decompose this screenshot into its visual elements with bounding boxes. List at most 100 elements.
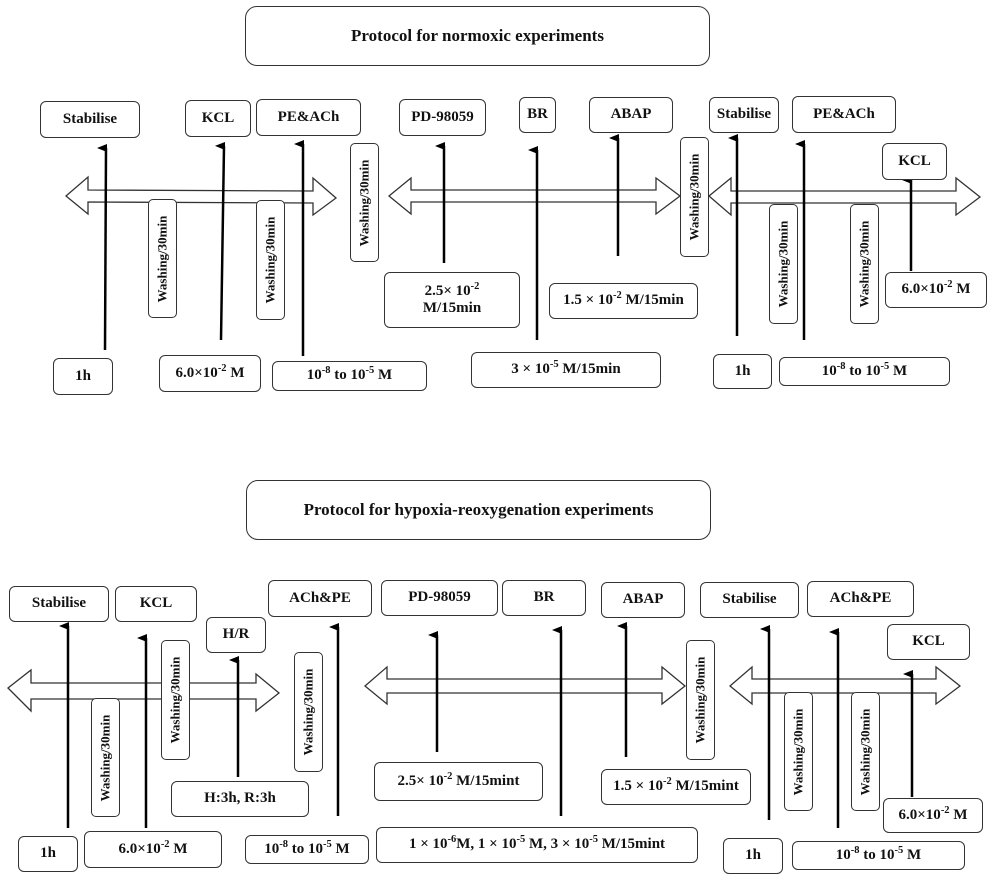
dose-br-h: 1 × 10-6M, 1 × 10-5 M, 3 × 10-5 M/15mint (376, 827, 698, 863)
dose-unit: M (374, 367, 393, 384)
agent-label: BR (533, 589, 555, 606)
agent-label: ACh&PE (289, 589, 351, 606)
dose-text: 6.0×10 (118, 840, 161, 857)
agent-label: H/R (222, 626, 250, 643)
dose-exp: -6 (447, 834, 457, 846)
dose-hr: H:3h, R:3h (171, 781, 309, 817)
washing-text: Washing/30min (97, 714, 113, 801)
dose-exp: -5 (365, 365, 375, 377)
dose-label: 1 × 10-6M, 1 × 10-5 M, 3 × 10-5 M/15mint (408, 834, 666, 853)
dose-unit: M (949, 806, 968, 823)
agent-pd98059-h: PD-98059 (381, 580, 498, 616)
agent-label: ABAP (610, 106, 652, 123)
agent-ach-pe-h1: ACh&PE (268, 580, 372, 617)
dose-exp: -2 (612, 290, 622, 302)
dose-exp: -2 (160, 838, 170, 850)
agent-pe-ach-1: PE&ACh (256, 99, 361, 136)
dose-unit: M/15mint (671, 778, 739, 795)
normoxic-title-text: Protocol for normoxic experiments (351, 26, 604, 46)
dose-exp: -2 (470, 280, 480, 292)
dose-label: 6.0×10-2 M (899, 804, 968, 824)
dose-unit: M (889, 362, 908, 379)
dose-unit: M/15min (621, 292, 684, 309)
agent-label: KCL (912, 633, 945, 650)
agent-hr: H/R (206, 617, 266, 653)
dose-line-2: M/15min (422, 300, 482, 316)
arrow-stabilise-1 (97, 144, 108, 351)
dose-exp: -8 (279, 838, 289, 850)
washing-label: Washing/30min (350, 143, 379, 262)
dose-unit: M/15mint (452, 772, 520, 789)
dose-label: 1h (75, 367, 91, 384)
dose-text: 2.5× 10 (397, 772, 444, 789)
dose-exp: -5 (589, 834, 598, 846)
dose-unit: M (903, 846, 922, 863)
agent-label: PD-98059 (411, 108, 474, 125)
dose-label: 1.5 × 10-2 M/15mint (613, 776, 739, 795)
dose-exp: -8 (850, 844, 860, 856)
dose-pe-ach-1: 10-8 to 10-5 M (272, 361, 427, 391)
dose-kcl-1: 6.0×10-2 M (159, 355, 261, 392)
dose-text: 10 (306, 367, 322, 384)
dose-exp: -2 (940, 804, 950, 816)
washing-label: Washing/30min (784, 692, 813, 811)
dose-pd98059-h: 2.5× 10-2 M/15mint (374, 762, 543, 801)
dose-unit: M (331, 840, 350, 857)
washing-label: Washing/30min (148, 199, 177, 318)
dose-label: 10-8 to 10-5 M (306, 365, 393, 384)
dose-exp: -2 (662, 776, 672, 788)
dose-unit: M/15mint (597, 836, 666, 853)
washing-text: Washing/30min (775, 220, 791, 308)
washing-label: Washing/30min (686, 640, 715, 760)
agent-kcl-h2: KCL (887, 624, 970, 660)
washing-text: Washing/30min (154, 215, 170, 302)
dose-text: 1.5 × 10 (613, 778, 663, 795)
washing-label: Washing/30min (256, 200, 285, 320)
agent-label: Stabilise (722, 591, 777, 608)
dose-stabilise-1: 1h (53, 358, 113, 395)
dose-text: 1.5 × 10 (563, 292, 613, 309)
dose-abap-1: 1.5 × 10-2 M/15min (549, 283, 698, 319)
dose-abap-h: 1.5 × 10-2 M/15mint (601, 769, 751, 805)
agent-label: KCL (139, 595, 173, 612)
timeline-arrow-normoxic-2 (387, 176, 682, 216)
dose-kcl-h2: 6.0×10-2 M (883, 798, 983, 833)
agent-label: KCL (898, 152, 931, 169)
agent-label: ACh&PE (829, 590, 892, 607)
agent-pd98059-1: PD-98059 (399, 99, 486, 136)
dose-ach-pe-h1: 10-8 to 10-5 M (245, 835, 369, 864)
agent-label: PD-98059 (408, 589, 471, 606)
dose-line-1: 2.5× 10-2 (425, 280, 480, 300)
dose-text: to 10 (859, 846, 895, 863)
dose-text: to 10 (330, 367, 366, 384)
dose-label: 3 × 10-5 M/15min (511, 360, 620, 378)
agent-br-h: BR (502, 580, 586, 616)
agent-label: PE&ACh (813, 105, 875, 122)
dose-text: to 10 (288, 840, 324, 857)
dose-exp: -5 (323, 838, 332, 850)
hypoxia-title-text: Protocol for hypoxia-reoxygenation exper… (303, 500, 654, 520)
agent-label: BR (527, 106, 548, 123)
dose-exp: -2 (217, 362, 227, 374)
dose-exp: -2 (443, 770, 453, 782)
dose-ach-pe-h2: 10-8 to 10-5 M (792, 841, 965, 870)
timeline-arrow-hypoxia-2 (363, 665, 687, 706)
washing-text: Washing/30min (790, 708, 806, 795)
washing-label: Washing/30min (294, 652, 323, 772)
dose-stabilise-h1: 1h (18, 836, 78, 872)
washing-label: Washing/30min (769, 204, 798, 324)
dose-kcl-h1: 6.0×10-2 M (84, 831, 222, 868)
dose-text: to 10 (845, 362, 881, 379)
dose-label: 1h (734, 362, 751, 379)
washing-label: Washing/30min (91, 698, 120, 817)
washing-text: Washing/30min (356, 159, 372, 246)
timeline-arrow-normoxic-1 (64, 175, 338, 217)
washing-label: Washing/30min (851, 692, 880, 811)
normoxic-title: Protocol for normoxic experiments (245, 6, 710, 66)
washing-text: Washing/30min (167, 656, 183, 744)
dose-text: 1 × 10 (408, 836, 448, 853)
dose-label: 6.0×10-2 M (118, 838, 188, 858)
dose-label: H:3h, R:3h (204, 790, 276, 807)
agent-label: KCL (201, 109, 235, 126)
washing-text: Washing/30min (686, 153, 702, 241)
